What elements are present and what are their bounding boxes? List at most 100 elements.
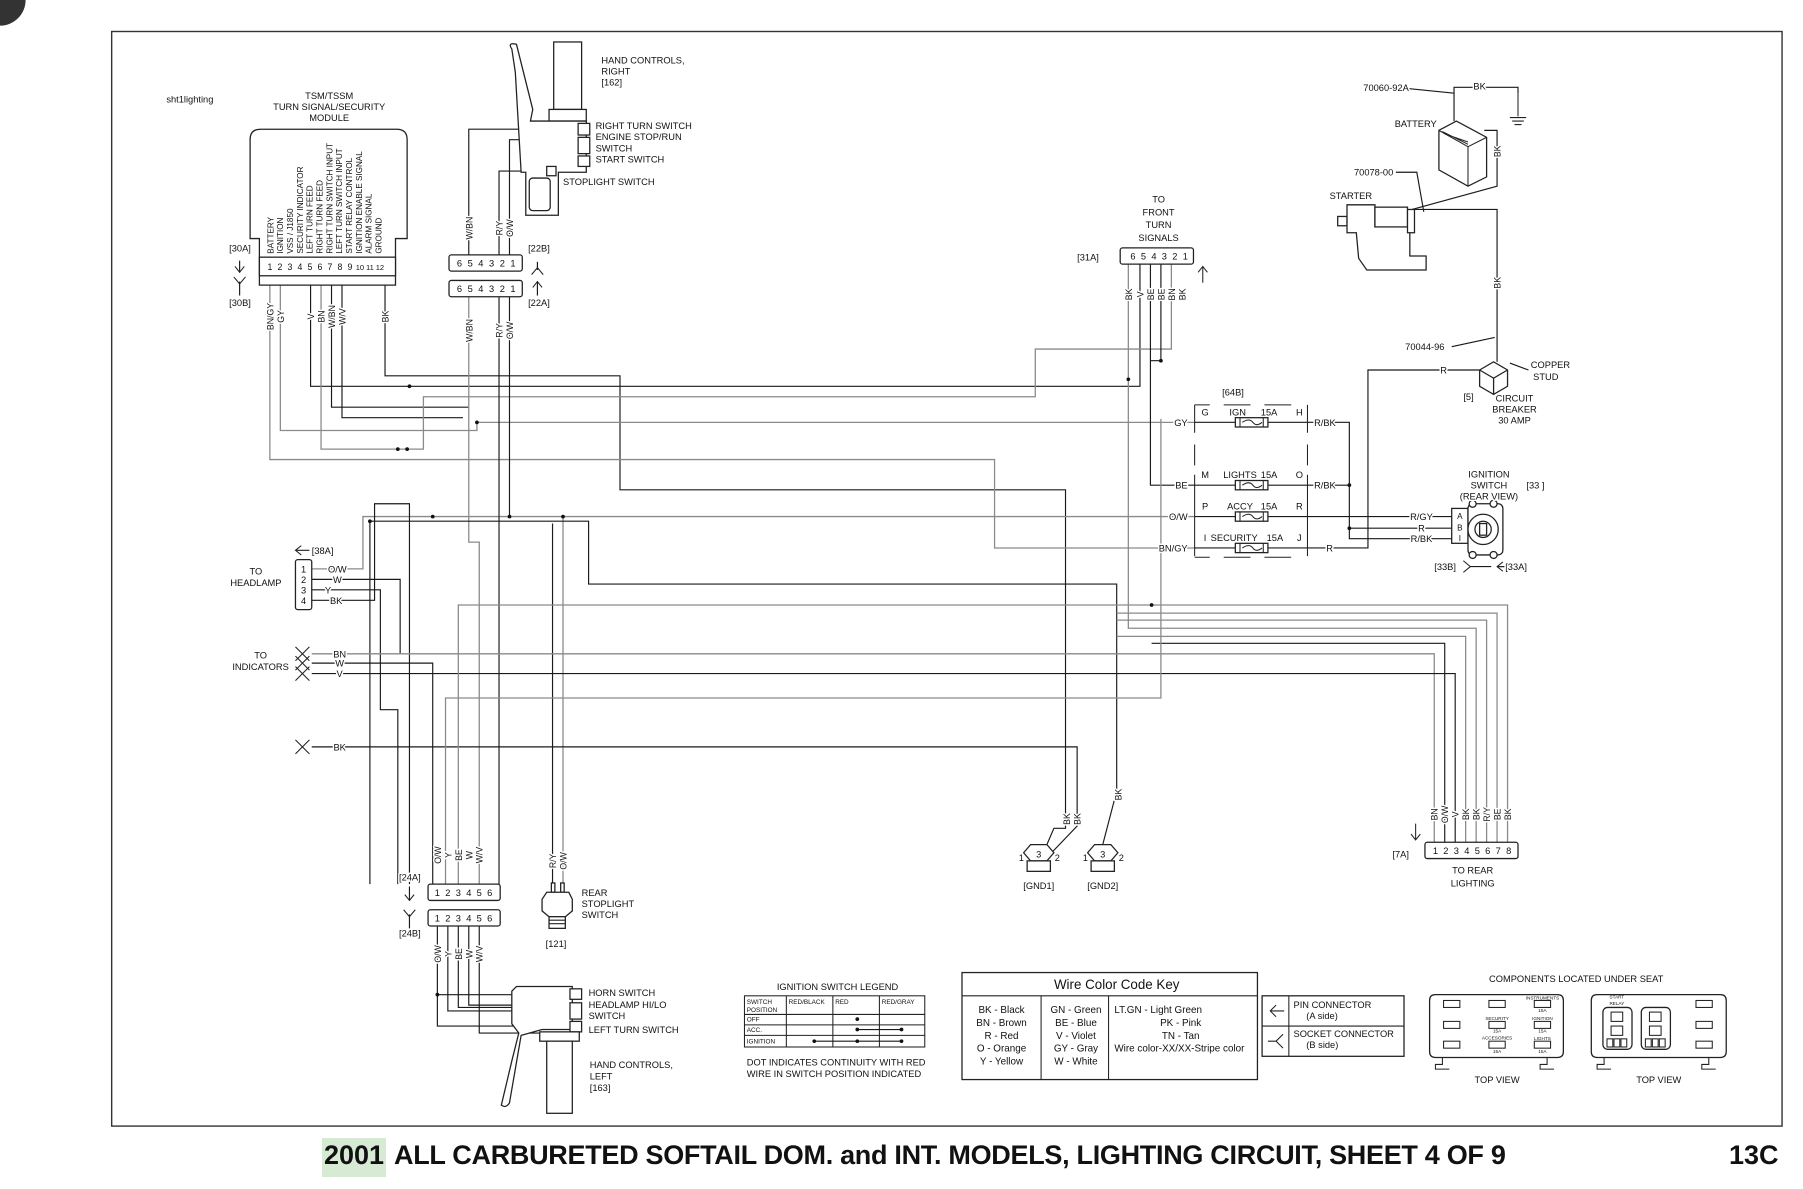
pin-number: 5 [477,888,482,898]
wire-label: O/W [1169,512,1188,522]
wire-3 [468,296,480,885]
mini-fuse-icon [1533,999,1552,1008]
wire-label: BE [1175,481,1187,491]
color-key-entry: TN - Tan [1162,1031,1200,1042]
wire-label: R/BK [1314,418,1336,428]
pin-number: 5 [1475,846,1480,856]
color-key-entry: LT.GN - Light Green [1114,1005,1202,1016]
legend-header: SWITCH [747,999,773,1006]
pin-number: 2 [1443,846,1448,856]
pin-number: 3 [1162,251,1167,261]
connector-ref: [30A] [229,243,251,253]
connector-ref: [24B] [399,928,421,938]
component-label: STOPLIGHT [582,899,635,909]
wire-label: R [1440,365,1447,375]
wire-label: O/W [558,851,568,869]
connector-ref: [30B] [229,298,251,308]
component-label: TO REAR [1452,866,1493,876]
component-label: HAND CONTROLS, [590,1060,673,1070]
legend-note: WIRE IN SWITCH POSITION INDICATED [747,1069,922,1079]
tsm-title: TSM/TSSM [305,91,353,101]
tsm-pin-label: SECURITY INDICATOR [296,166,305,253]
component-label: BREAKER [1492,404,1537,414]
wire-label: R [1326,543,1333,553]
switch-label: HEADLAMP HI/LO [589,1000,667,1010]
footer: 2001 ALL CARBURETED SOFTAIL DOM. and INT… [0,1130,1803,1180]
connector-24a [427,883,501,902]
wire-label: O/W [328,564,347,574]
color-key-entry: W - White [1054,1056,1098,1067]
tsm-pin-number: 3 [287,262,292,272]
ground-terminal: 3 [1100,849,1105,859]
wire-label: BE [454,849,464,861]
component-label: STUD [1533,372,1559,382]
mini-fuse-icon [1488,1040,1506,1049]
fuse-icon [1234,511,1269,522]
tsm-pin-number: 5 [307,262,312,272]
wires [233,86,1529,1034]
wire-label: W/V [337,308,347,325]
tsm-pin-label: GROUND [374,217,383,253]
tsm-pin-label: RIGHT TURN FEED [316,180,325,254]
switch-label: HORN SWITCH [589,988,656,998]
fuse-block [1194,404,1308,558]
wire-label: V [306,313,316,319]
wire-28 [1150,264,1162,362]
connector-ref: [22B] [528,243,550,253]
wire-color-code-key [961,971,1259,1081]
connector-ref: [33A] [1505,562,1527,572]
color-key-entry: BK - Black [978,1005,1024,1016]
connector-arrow-icon [532,280,543,288]
fuse-name: ACCY [1227,502,1253,512]
component-label: STARTER [1330,191,1373,201]
wire-label: R/BK [1411,534,1433,544]
splice-dot [1126,377,1131,382]
wire-34 [1307,369,1480,549]
component-label: INDICATORS [232,662,288,672]
diagram-frame [110,30,1783,1127]
splice-dot [1347,526,1352,531]
pin-number: 2 [301,575,306,585]
pin-connector-icon [1269,1004,1285,1018]
pin-number: 6 [487,888,492,898]
wire-38 [1395,86,1455,94]
wire-label: BK [1472,808,1482,820]
connector-arrow-icon [404,894,415,902]
connector-ref: [7A] [1392,849,1409,859]
tsm-pin-number: 7 [327,262,332,272]
component-label: COPPER [1531,360,1571,370]
wire-label: Y [443,951,453,957]
component-label: LIGHTING [1451,878,1495,888]
wire-22 [1116,612,1498,843]
connector-key-label: SOCKET CONNECTOR [1294,1029,1395,1039]
connector-24b [427,909,501,927]
wire-label: W [464,850,474,859]
wire-36 [1412,129,1498,211]
fuse-slot-rating: 15A [1538,1028,1547,1033]
pin-number: 7 [1496,846,1501,856]
part-number: 70078-00 [1354,168,1393,178]
color-key-entry: Wire color-XX/XX-Stripe color [1114,1044,1245,1055]
tsm-pin-label: ALARM SIGNAL [365,193,374,254]
wire-label: BK [333,742,346,752]
wire-1 [309,264,1141,387]
mini-fuse-icon [1488,1020,1506,1029]
legend-row-label: IGNITION [747,1039,776,1046]
wire-label: O/W [1440,805,1450,823]
wire-30 [1307,421,1460,540]
ground-ref: [GND2] [1087,881,1118,891]
wire-39 [1395,171,1425,212]
fuse-terminal: I [1204,533,1207,543]
legend-title: IGNITION SWITCH LEGEND [777,982,899,992]
switch-label: START SWITCH [596,154,665,164]
pin-number: 2 [500,258,505,268]
fuse-rating: 15A [1261,502,1278,512]
part-number: 70060-92A [1363,83,1409,93]
switch-terminal: A [1457,512,1463,521]
connector-22b [448,254,523,272]
fuse-rating: 15A [1267,533,1284,543]
wire-label: R/Y [1482,807,1492,822]
relay-label: START [1609,995,1624,1000]
fuse-rating: 15A [1261,470,1278,480]
wire-label: BK [1493,277,1503,289]
